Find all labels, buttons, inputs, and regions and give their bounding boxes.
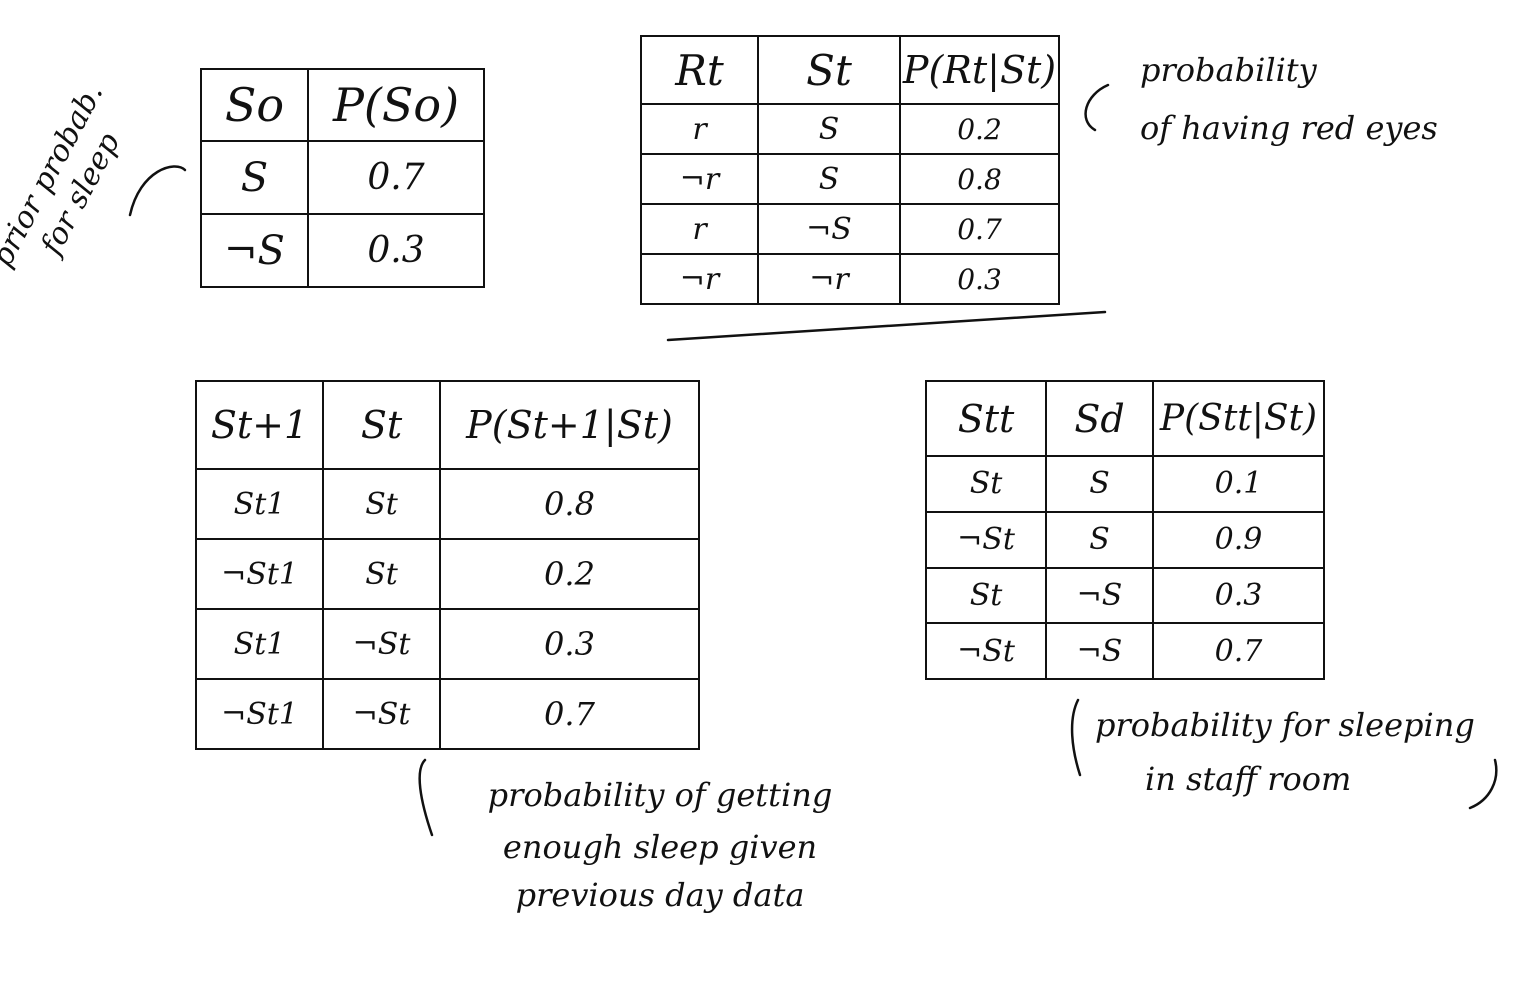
transition-header-st1: St+1 [195, 380, 324, 470]
staff-cell-prob: 0.7 [1152, 622, 1325, 680]
prior-table: So P(So) S 0.7 ¬S 0.3 [200, 68, 485, 288]
transition-row: St1 ¬St 0.3 [195, 608, 700, 680]
staff-header-prob: P(Stt|St) [1152, 380, 1325, 457]
staff-note-line1: probability for sleeping [1095, 706, 1475, 744]
red-eyes-header-prob: P(Rt|St) [899, 35, 1060, 105]
red-eyes-row: ¬r S 0.8 [640, 153, 1060, 205]
transition-row: St1 St 0.8 [195, 468, 700, 540]
red-eyes-cell-rt: r [640, 103, 759, 155]
transition-row: ¬St1 St 0.2 [195, 538, 700, 610]
transition-header-st: St [322, 380, 441, 470]
prior-cell-state: S [200, 140, 309, 215]
red-eyes-table: Rt St P(Rt|St) r S 0.2 ¬r S 0.8 r ¬S 0.7… [640, 35, 1060, 305]
staff-end-hook [1468, 758, 1498, 810]
red-eyes-note-line2: of having red eyes [1140, 109, 1438, 147]
red-eyes-bracket [1084, 83, 1110, 132]
red-eyes-note-line1: probability [1140, 51, 1317, 89]
red-eyes-row: r S 0.2 [640, 103, 1060, 155]
red-eyes-cell-rt: r [640, 203, 759, 255]
staff-note-line2: in staff room [1145, 760, 1352, 798]
red-eyes-header-st: St [757, 35, 901, 105]
staff-cell-stt: St [925, 566, 1047, 625]
staff-cell-sd: ¬S [1045, 566, 1154, 625]
staff-cell-prob: 0.3 [1152, 566, 1325, 625]
red-eyes-note: probability of having red eyes [1140, 50, 1500, 148]
red-eyes-cell-prob: 0.8 [899, 153, 1060, 205]
transition-cell-next: ¬St1 [195, 678, 324, 750]
red-eyes-cell-st: S [757, 153, 901, 205]
transition-note-line1: probability of getting [487, 776, 833, 814]
staff-bracket [1070, 698, 1082, 777]
red-eyes-cell-st: ¬S [757, 203, 901, 255]
transition-table: St+1 St P(St+1|St) St1 St 0.8 ¬St1 St 0.… [195, 380, 700, 750]
prior-table-row: S 0.7 [200, 140, 485, 215]
staff-table: Stt Sd P(Stt|St) St S 0.1 ¬St S 0.9 St ¬… [925, 380, 1325, 680]
staff-row: ¬St ¬S 0.7 [925, 622, 1325, 680]
staff-row: St S 0.1 [925, 455, 1325, 513]
red-eyes-header-rt: Rt [640, 35, 759, 105]
red-eyes-row: r ¬S 0.7 [640, 203, 1060, 255]
transition-header-row: St+1 St P(St+1|St) [195, 380, 700, 470]
staff-cell-stt: ¬St [925, 510, 1047, 569]
transition-cell-prob: 0.8 [439, 468, 700, 540]
staff-row: ¬St S 0.9 [925, 510, 1325, 569]
staff-cell-prob: 0.1 [1152, 455, 1325, 513]
staff-cell-stt: St [925, 455, 1047, 513]
red-eyes-extra-line [666, 310, 1107, 342]
transition-cell-prob: 0.2 [439, 538, 700, 610]
staff-cell-sd: S [1045, 510, 1154, 569]
staff-note: probability for sleeping in staff room [1095, 705, 1515, 799]
transition-cell-current: ¬St [322, 608, 441, 680]
staff-cell-sd: ¬S [1045, 622, 1154, 680]
red-eyes-cell-prob: 0.3 [899, 253, 1060, 305]
staff-row: St ¬S 0.3 [925, 566, 1325, 625]
red-eyes-cell-rt: ¬r [640, 253, 759, 305]
red-eyes-header-row: Rt St P(Rt|St) [640, 35, 1060, 105]
prior-cell-state: ¬S [200, 213, 309, 288]
transition-cell-current: St [322, 468, 441, 540]
staff-header-sd: Sd [1045, 380, 1154, 457]
prior-header-s0: So [200, 68, 309, 142]
transition-cell-current: ¬St [322, 678, 441, 750]
transition-cell-next: St1 [195, 468, 324, 540]
prior-cell-prob: 0.7 [307, 140, 485, 215]
red-eyes-cell-st: ¬r [757, 253, 901, 305]
red-eyes-cell-prob: 0.7 [899, 203, 1060, 255]
transition-cell-current: St [322, 538, 441, 610]
transition-note-line3: previous day data [515, 876, 805, 914]
red-eyes-cell-prob: 0.2 [899, 103, 1060, 155]
transition-cell-next: ¬St1 [195, 538, 324, 610]
staff-header-stt: Stt [925, 380, 1047, 457]
staff-cell-sd: S [1045, 455, 1154, 513]
transition-note-line2: enough sleep given [502, 828, 818, 866]
staff-header-row: Stt Sd P(Stt|St) [925, 380, 1325, 457]
transition-cell-prob: 0.7 [439, 678, 700, 750]
transition-header-prob: P(St+1|St) [439, 380, 700, 470]
red-eyes-row: ¬r ¬r 0.3 [640, 253, 1060, 305]
prior-cell-prob: 0.3 [307, 213, 485, 288]
staff-cell-stt: ¬St [925, 622, 1047, 680]
transition-row: ¬St1 ¬St 0.7 [195, 678, 700, 750]
red-eyes-cell-rt: ¬r [640, 153, 759, 205]
transition-note: probability of getting enough sleep give… [440, 775, 880, 915]
transition-bracket [418, 758, 434, 837]
prior-table-row: ¬S 0.3 [200, 213, 485, 288]
prior-bracket [128, 165, 187, 217]
staff-cell-prob: 0.9 [1152, 510, 1325, 569]
red-eyes-cell-st: S [757, 103, 901, 155]
prior-header-p-s0: P(So) [307, 68, 485, 142]
transition-cell-next: St1 [195, 608, 324, 680]
transition-cell-prob: 0.3 [439, 608, 700, 680]
prior-table-header-row: So P(So) [200, 68, 485, 142]
